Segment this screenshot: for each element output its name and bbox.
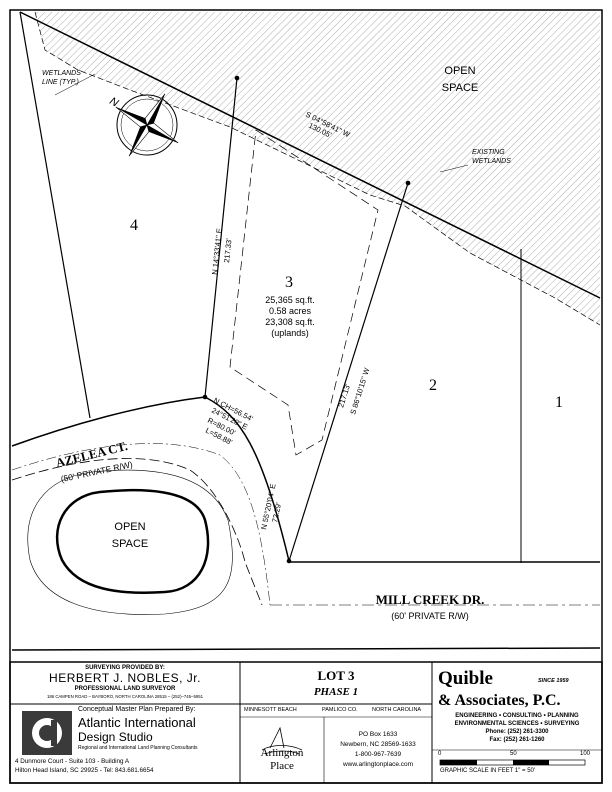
open-space-island bbox=[55, 488, 210, 595]
scale-caption: GRAPHIC SCALE IN FEET 1" = 50' bbox=[440, 768, 536, 774]
location-state: NORTH CAROLINA bbox=[372, 707, 422, 713]
lot-3-number: 3 bbox=[285, 274, 293, 291]
scale-block: 0 50 100 GRAPHIC SCALE IN FEET 1" = 50' bbox=[432, 750, 602, 783]
graphic-scale-bar bbox=[439, 759, 586, 766]
atlantic-international-logo bbox=[22, 711, 72, 755]
wetlands-line-label2: LINE (TYP.) bbox=[42, 79, 79, 86]
lot3-lot4-line bbox=[204, 77, 238, 398]
atlantic-name-line2: Design Studio bbox=[78, 730, 153, 744]
wetlands-line-label1: WETLANDS bbox=[42, 70, 81, 77]
distance-front: 72.29' bbox=[270, 501, 283, 523]
north-arrow-icon: N bbox=[107, 93, 179, 157]
lot-4-number: 4 bbox=[130, 217, 138, 234]
lot-title-block: LOT 3 PHASE 1 bbox=[240, 662, 432, 704]
scale-tick-0: 0 bbox=[438, 751, 442, 757]
contact-city: Newbern, NC 28569-1633 bbox=[340, 741, 416, 748]
azalea-ct-north-edge bbox=[11, 396, 290, 562]
distance-left: 217.33' bbox=[222, 237, 234, 263]
quible-name: Quible bbox=[438, 668, 493, 689]
north-boundary-line bbox=[19, 11, 601, 299]
azalea-ct-centerline bbox=[11, 443, 271, 606]
surveying-provided-label: SURVEYING PROVIDED BY: bbox=[85, 665, 165, 671]
location-row: MINNESOTT BEACH PAMLICO CO. NORTH CAROLI… bbox=[240, 704, 432, 717]
surveyor-block: SURVEYING PROVIDED BY: HERBERT J. NOBLES… bbox=[10, 662, 240, 704]
location-county: PAMLICO CO. bbox=[322, 707, 358, 713]
existing-wetlands-leader bbox=[439, 164, 469, 173]
arlington-place-logo bbox=[261, 726, 303, 755]
mill-creek-south-line bbox=[11, 647, 601, 651]
wetlands-hatch bbox=[35, 12, 600, 325]
quible-associates: & Associates, P.C. bbox=[438, 692, 561, 709]
lot2-lot3-line bbox=[288, 182, 409, 562]
bearing-left: N 14°33'41" E bbox=[210, 228, 224, 275]
scale-tick-100: 100 bbox=[580, 751, 591, 757]
arlington-name-line1: Arlington bbox=[260, 747, 304, 759]
lot3-upland-label: (uplands) bbox=[271, 328, 309, 338]
quible-services-1: ENGINEERING • CONSULTING • PLANNING bbox=[455, 713, 579, 719]
location-town: MINNESOTT BEACH bbox=[244, 707, 297, 713]
open-space-island-line2: SPACE bbox=[112, 538, 148, 550]
lot3-upland-sqft: 23,308 sq.ft. bbox=[265, 317, 315, 327]
open-space-island-line1: OPEN bbox=[114, 521, 145, 533]
lot3-area-acres: 0.58 acres bbox=[269, 306, 312, 316]
wetlands-line bbox=[34, 11, 601, 326]
property-corner-points bbox=[202, 75, 411, 564]
azalea-ct-south-edge bbox=[11, 458, 263, 606]
scale-tick-50: 50 bbox=[510, 751, 517, 757]
quible-services-2: ENVIRONMENTAL SCIENCES • SURVEYING bbox=[454, 721, 580, 727]
atlantic-address1: 4 Dunmore Court - Suite 103 - Building A bbox=[15, 758, 130, 765]
lot-1-number: 1 bbox=[555, 394, 563, 411]
atlantic-name-line1: Atlantic International bbox=[78, 715, 196, 730]
open-space-top-line2: SPACE bbox=[442, 82, 478, 94]
open-space-outer-line bbox=[27, 469, 233, 615]
wetlands-leader bbox=[54, 73, 96, 96]
contact-website[interactable]: www.arlingtonplace.com bbox=[342, 761, 414, 768]
surveyor-name: HERBERT J. NOBLES, Jr. bbox=[49, 671, 201, 685]
mill-creek-rw: (60' PRIVATE R/W) bbox=[391, 611, 468, 621]
arlington-place-name: Arlington Place bbox=[240, 745, 324, 781]
lot-title: LOT 3 bbox=[317, 668, 355, 683]
svg-text:N: N bbox=[107, 95, 120, 109]
quible-since: SINCE 1959 bbox=[538, 678, 569, 684]
open-space-top-line1: OPEN bbox=[444, 65, 475, 77]
existing-wetlands-label1: EXISTING bbox=[472, 149, 505, 156]
contact-block: PO Box 1633 Newbern, NC 28569-1633 1-800… bbox=[324, 717, 432, 783]
atlantic-block: Conceptual Master Plan Prepared By: Atla… bbox=[10, 704, 240, 783]
prepared-by-label: Conceptual Master Plan Prepared By: bbox=[78, 706, 196, 713]
mill-creek-name: MILL CREEK DR. bbox=[376, 592, 485, 607]
existing-wetlands-label2: WETLANDS bbox=[472, 158, 511, 165]
contact-phone[interactable]: 1-800-967-7639 bbox=[354, 751, 402, 758]
atlantic-address2: Hilton Head Island, SC 29925 - Tel: 843.… bbox=[15, 767, 154, 774]
atlantic-tagline: Regional and International Land Planning… bbox=[78, 745, 198, 751]
arlington-name-line2: Place bbox=[270, 760, 294, 772]
lot3-area-sqft: 25,365 sq.ft. bbox=[265, 295, 315, 305]
title-block-frame bbox=[9, 661, 603, 784]
quible-phone: Phone: (252) 261-3300 bbox=[485, 729, 549, 735]
quible-block: Quible SINCE 1959 & Associates, P.C. ENG… bbox=[432, 662, 602, 750]
lot-2-number: 2 bbox=[429, 377, 437, 394]
phase-title: PHASE 1 bbox=[313, 686, 359, 698]
bearing-right: S 86°10'15" W bbox=[348, 366, 371, 416]
contact-po-box: PO Box 1633 bbox=[358, 731, 398, 738]
surveyor-address: 186 CAMPEN ROAD – BAYBORO, NORTH CAROLIN… bbox=[46, 694, 204, 699]
west-boundary-line bbox=[19, 11, 91, 419]
quible-fax: Fax: (252) 261-1260 bbox=[489, 737, 545, 743]
surveyor-title: PROFESSIONAL LAND SURVEYOR bbox=[74, 686, 176, 692]
building-setback-line bbox=[229, 129, 379, 456]
